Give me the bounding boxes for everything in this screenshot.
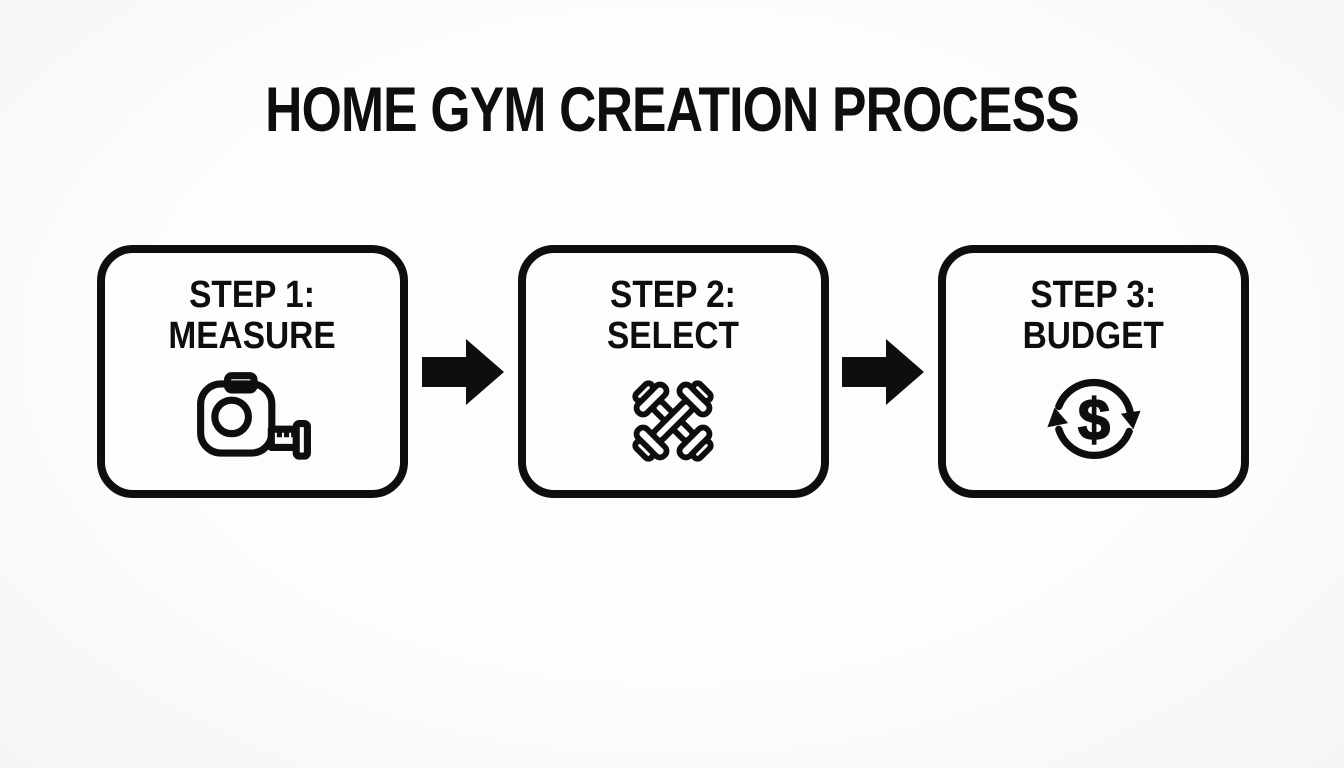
step-number-label: STEP 1: [189, 274, 316, 316]
step-box-budget: STEP 3: BUDGET $ [938, 245, 1249, 498]
dumbbells-icon [620, 365, 726, 477]
arrow-right-icon [842, 338, 925, 405]
step-box-select: STEP 2: SELECT [517, 245, 829, 498]
step-title: STEP 3: BUDGET [1022, 274, 1165, 358]
tape-measure-icon [193, 365, 313, 477]
step-number-label: STEP 2: [610, 274, 736, 316]
step-action-label: BUDGET [1022, 315, 1165, 358]
step-title: STEP 2: SELECT [607, 274, 739, 358]
dollar-cycle-icon: $ [1036, 365, 1152, 477]
dollar-symbol: $ [1077, 388, 1109, 453]
step-number-label: STEP 3: [1030, 274, 1157, 316]
step-box-measure: STEP 1: MEASURE [97, 245, 408, 498]
page-title: HOME GYM CREATION PROCESS [265, 75, 1080, 145]
process-flow: STEP 1: MEASURE [97, 245, 1249, 498]
arrow-right-icon [421, 338, 504, 405]
step-action-label: SELECT [607, 315, 739, 358]
step-action-label: MEASURE [168, 315, 337, 358]
step-title: STEP 1: MEASURE [168, 274, 337, 358]
